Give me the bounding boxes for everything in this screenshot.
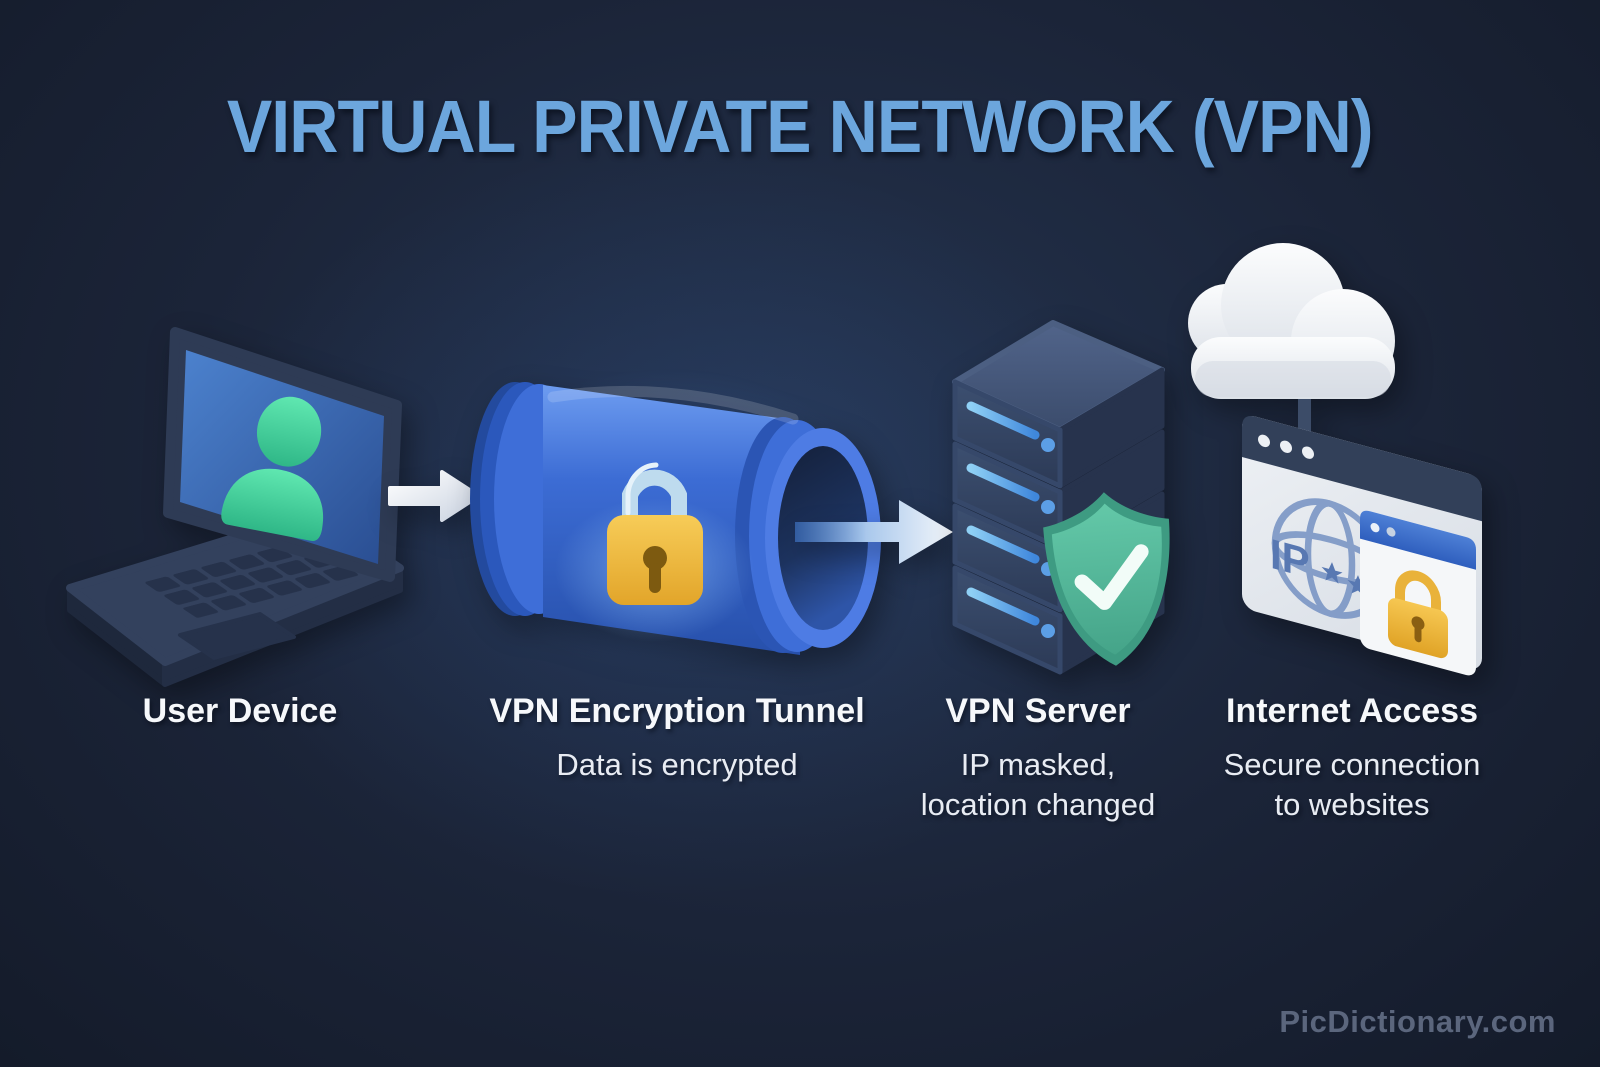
step-description: IP masked, location changed xyxy=(920,747,1156,822)
laptop-user-icon xyxy=(66,327,404,687)
laptop-screen xyxy=(163,327,402,582)
cloud-icon xyxy=(1188,243,1395,399)
shield-check-icon xyxy=(1043,492,1170,666)
step-description: Data is encrypted xyxy=(556,747,798,782)
cloud-browser-lock-icon: IP xyxy=(1188,243,1482,676)
server-shield-icon xyxy=(952,320,1170,675)
watermark: PicDictionary.com xyxy=(1279,1004,1556,1039)
ip-label: IP xyxy=(1270,530,1310,588)
caption-vpn-encryption-tunnel: VPN Encryption Tunnel Data is encrypted xyxy=(447,692,907,785)
arrow-right-icon xyxy=(795,500,953,564)
padlock-icon xyxy=(607,462,703,605)
step-label: Internet Access xyxy=(1226,692,1478,730)
page-title: VIRTUAL PRIVATE NETWORK (VPN) xyxy=(227,85,1374,168)
step-label: User Device xyxy=(142,692,338,730)
browser-window: IP xyxy=(1242,415,1482,676)
caption-vpn-server: VPN Server IP masked, location changed xyxy=(880,692,1196,825)
secure-popup-window xyxy=(1360,510,1476,676)
caption-user-device: User Device xyxy=(80,692,400,731)
step-label: VPN Encryption Tunnel xyxy=(489,692,865,730)
mini-padlock-icon xyxy=(1388,570,1448,659)
step-description: Secure connection to websites xyxy=(1223,747,1481,822)
browser-dots xyxy=(1258,434,1314,459)
caption-internet-access: Internet Access Secure connection to web… xyxy=(1190,692,1514,825)
step-label: VPN Server xyxy=(945,692,1131,730)
user-avatar-icon xyxy=(221,396,324,542)
laptop-trackpad xyxy=(178,612,296,660)
